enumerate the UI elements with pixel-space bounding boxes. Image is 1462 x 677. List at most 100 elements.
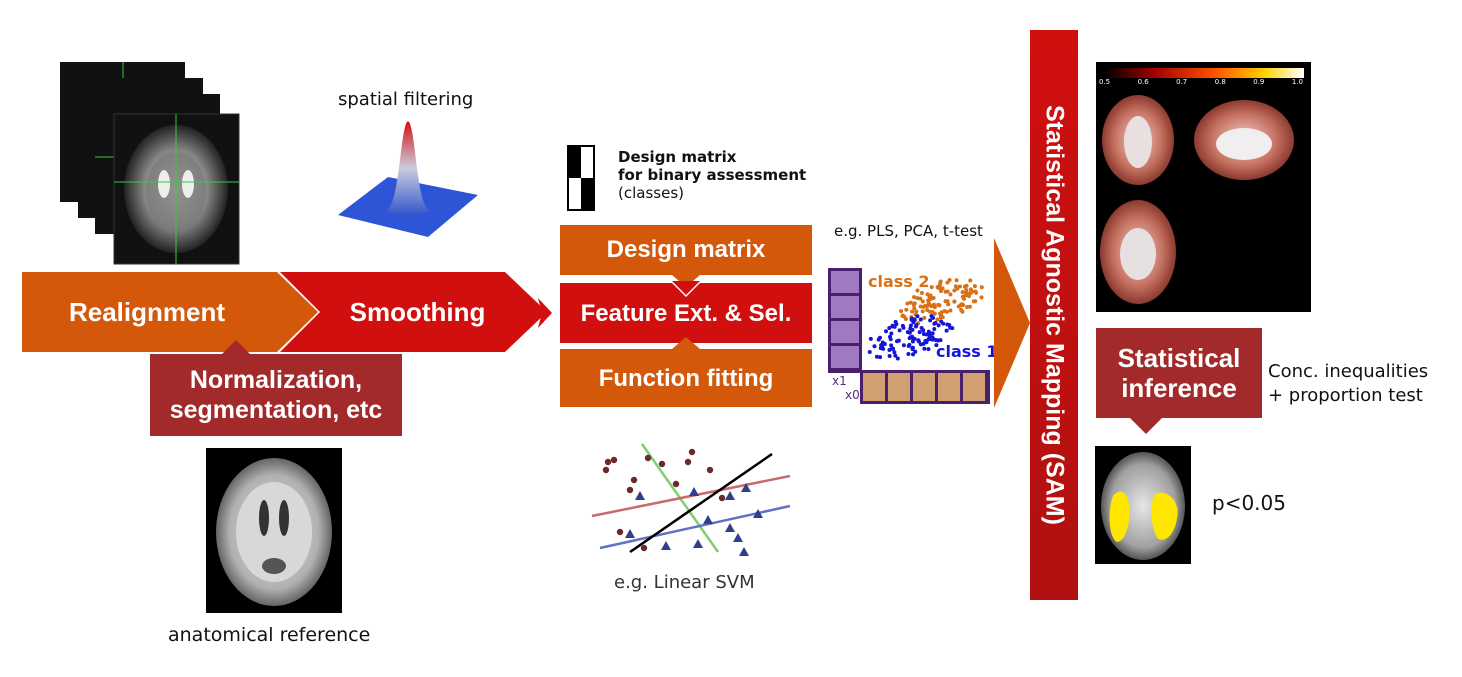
svm-triangle-point [689,487,699,496]
statistical-line1: Statistical [1117,343,1241,373]
class1-point [892,350,897,355]
class2-label: class 2 [868,272,930,291]
class2-point [920,299,925,304]
class2-point [914,309,919,314]
normalization-label: Normalization, segmentation, etc [150,354,402,436]
class1-point [922,346,927,351]
class1-point [908,323,913,328]
class2-point [965,304,970,309]
class2-point [971,299,976,304]
class2-point [904,307,909,312]
class2-point [960,309,965,314]
class1-point [941,321,946,326]
class1-point [936,323,941,328]
class1-point [900,323,905,328]
class1-point [897,328,902,333]
ml-pipeline-boxes [560,225,812,407]
class1-point [887,325,892,330]
class2-point [945,289,950,294]
svm-circle-point [630,476,638,484]
class2-point [964,288,969,293]
class2-point [919,291,924,296]
class2-point [928,293,933,298]
class2-point [952,288,957,293]
class1-point [889,331,894,336]
class1-point [930,331,935,336]
class2-point [940,315,945,320]
svm-circle-point [706,466,714,474]
class2-point [915,288,920,293]
colorbar-tick: 0.8 [1214,78,1226,86]
class2-point [936,284,941,289]
class1-point [878,355,883,360]
class1-point [884,329,889,334]
svm-triangle-point [693,539,703,548]
class2-point [912,295,917,300]
class1-point [913,349,918,354]
class2-point [968,291,973,296]
class2-point [915,296,920,301]
class2-point [899,309,904,314]
class1-point [887,354,892,359]
class1-point [926,347,931,352]
design-matrix-title: Design matrix for binary assessment (cla… [618,148,806,202]
anatomical-reference-label: anatomical reference [168,624,371,646]
class1-label: class 1 [936,342,998,361]
class2-point [946,302,951,307]
conc-line2: + proportion test [1268,385,1423,406]
svm-triangle-point [635,491,645,500]
gaussian-kernel-icon [338,121,478,237]
colorbar-tick: 0.6 [1137,78,1149,86]
svm-triangle-point [741,483,751,492]
spatial-filtering-label: spatial filtering [338,89,474,110]
normalization-line2: segmentation, etc [169,396,383,424]
class2-point [945,299,950,304]
class2-point [973,289,978,294]
svm-circle-point [658,460,666,468]
colorbar-ticks: 0.5 0.6 0.7 0.8 0.9 1.0 [1099,78,1303,90]
significance-brain-map [1095,446,1191,564]
class1-point [950,326,955,331]
class2-point [908,300,913,305]
svm-triangle-point [725,491,735,500]
svm-circle-point [610,456,618,464]
colorbar-tick: 1.0 [1291,78,1303,86]
class1-point [910,339,915,344]
class2-point [926,298,931,303]
class2-point [918,304,923,309]
class1-point [944,328,949,333]
class1-point [872,344,877,349]
class2-point [926,302,931,307]
class1-point [882,341,887,346]
class2-point [972,284,977,289]
class1-point [906,351,911,356]
class2-point [937,303,942,308]
class1-point [928,318,933,323]
class2-point [910,309,915,314]
class2-point [945,280,950,285]
class1-point [895,356,900,361]
class2-point [938,279,943,284]
eg-svm-label: e.g. Linear SVM [614,572,755,593]
brain-map-panel [1096,62,1311,312]
class1-point [931,315,936,320]
svm-triangle-point [703,515,713,524]
normalization-line1: Normalization, [189,366,363,394]
class1-point [911,352,916,357]
class2-point [979,295,984,300]
class2-point [961,296,966,301]
class2-point [935,317,940,322]
class1-point [908,335,913,340]
statistical-inference-box [1096,328,1262,434]
class1-point [894,339,899,344]
linear-svm-illustration [591,443,791,556]
class1-point [933,320,938,325]
class1-point [918,317,923,322]
class1-point [878,346,883,351]
class2-point [968,287,973,292]
svm-circle-point [640,544,648,552]
class2-point [921,304,926,309]
anatomical-brain-image [206,448,342,613]
class2-point [955,286,960,291]
statistical-line2: inference [1121,373,1237,403]
